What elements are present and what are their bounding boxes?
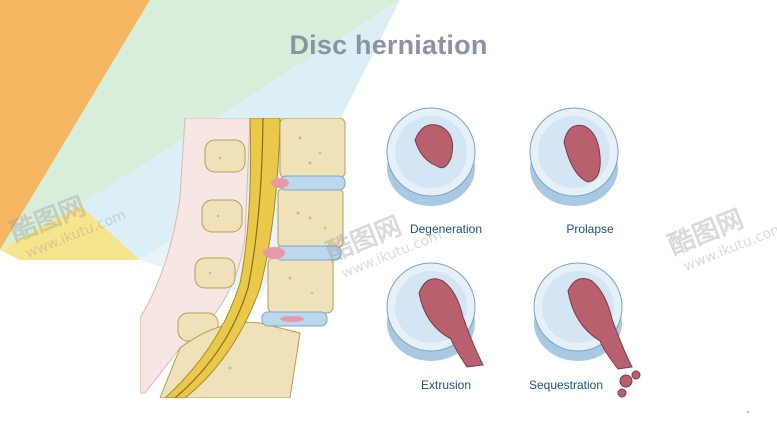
stage-label-sequestration: Sequestration — [528, 378, 604, 392]
disc-degeneration-illustration — [386, 107, 476, 206]
stage-label-prolapse: Prolapse — [566, 222, 614, 236]
stage-label-degeneration: Degeneration — [409, 222, 483, 236]
corner-dot — [747, 411, 749, 413]
disc-prolapse-illustration — [529, 107, 619, 206]
spine-illustration — [140, 118, 346, 398]
page-title: Disc herniation — [289, 30, 488, 60]
disc-sequestration-illustration — [533, 262, 641, 398]
disc-extrusion-illustration — [386, 262, 484, 368]
stage-label-extrusion: Extrusion — [420, 378, 472, 392]
